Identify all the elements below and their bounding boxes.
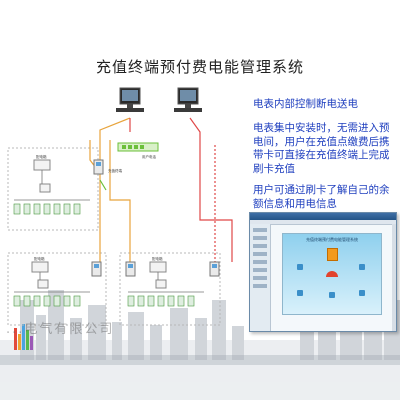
company-watermark: ...电气有限公司 [6,322,115,337]
charging-terminal-c [209,261,220,277]
left-group-label: 配电箱 [36,154,47,159]
server-computer-right [174,87,202,112]
bottom-mid-meter-group [127,261,204,307]
function-icon [297,264,303,270]
window-titlebar [250,213,396,220]
note-power-control: 电表内部控制断电送电 [253,98,358,110]
function-icon [359,264,365,270]
charging-terminal-d [125,261,136,277]
left-meter-group [13,159,90,215]
charging-terminal-b [91,261,102,277]
function-icon [329,292,335,298]
center-small-label: 充值终端 [108,168,122,173]
umbrella-icon [326,271,338,277]
window-panel-title: 充值终端预付费电能管理系统 [306,237,358,242]
function-icon [297,290,303,296]
function-icon [359,290,365,296]
note-centralized-install: 电表集中安装时，无需进入预电间，用户在充值点缴费后携带卡可直接在充值终端上完成刷… [253,122,390,175]
window-menubar [250,220,396,225]
bottom-left-meter-group [13,261,90,307]
management-software-window: 充值终端预付费电能管理系统 [249,212,397,332]
page-title: 充值终端预付费电能管理系统 [95,58,304,76]
server-computer-left [116,87,144,112]
window-scrollbar [392,224,396,331]
bottom-left-label: 配电箱 [34,256,45,261]
card-reader-icon [327,248,338,261]
switch-label: 用户电话 [142,154,156,159]
bottom-left-region-box [7,252,107,326]
charging-terminal-a [93,159,104,175]
skyline-reflection [0,355,400,365]
note-card-query: 用户可通过刷卡了解自己的余额信息和用电信息 [253,184,390,210]
bottom-mid-label: 配电箱 [152,256,163,261]
color-bars-decoration [14,324,33,350]
green-bus [117,142,159,152]
left-region-box [7,147,99,231]
window-sidebar [250,224,271,331]
bottom-mid-region-box [119,252,221,326]
window-main-panel: 充值终端预付费电能管理系统 [282,233,382,315]
network-lines [89,117,233,270]
